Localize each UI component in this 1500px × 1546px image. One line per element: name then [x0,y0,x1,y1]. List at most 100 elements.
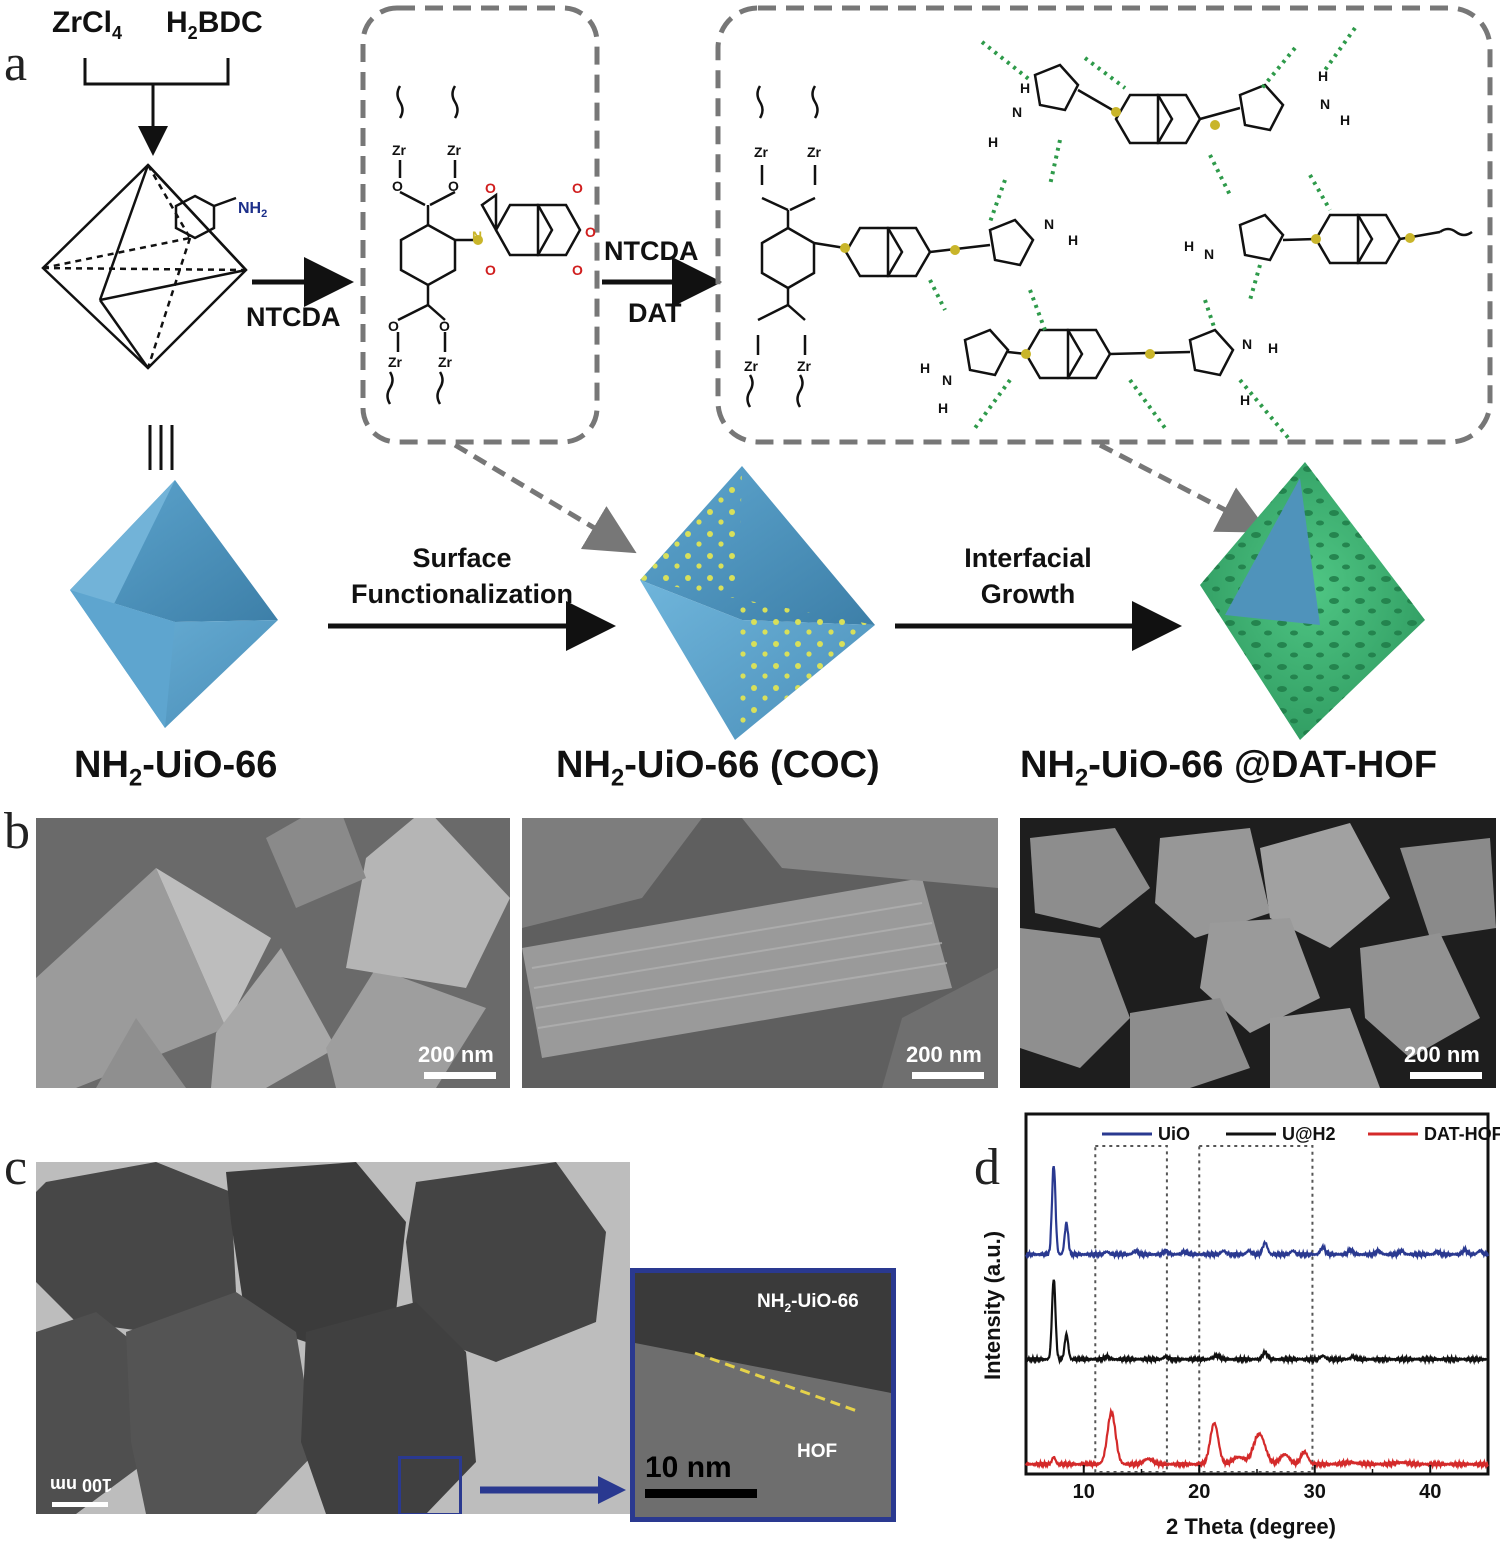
xrd-x-label: 2 Theta (degree) [1166,1514,1336,1539]
arrow1-label: Surface Functionalization [351,543,573,609]
tem-image: 100 nm [36,1162,630,1514]
atom-h-8: H [938,400,949,416]
hrtem-scale-label: 10 nm [645,1451,732,1484]
atom-o-red-4: O [585,224,596,240]
atom-zr-6: Zr [807,144,821,160]
grey-arrow-hof [1098,442,1269,533]
sem-octahedra-texture [36,818,510,1088]
atom-h-4: H [1318,68,1329,84]
step1-reagent: NTCDA [246,302,341,332]
tem-scale-label: 100 nm [50,1475,113,1495]
atom-h-2: H [1020,80,1031,96]
octahedron-hof [1200,462,1425,740]
xrd-xtick-label-10: 10 [1073,1481,1095,1503]
grey-arrow-coc [453,442,637,554]
sem-cubes-texture [1020,818,1496,1088]
xrd-highlight-box-2 [1198,1145,1314,1473]
xrd-xtick-label-40: 40 [1419,1481,1441,1503]
xrd-chart: 10 20 30 40 UiO U@H2 DAT-HOF [1024,1112,1500,1503]
tem-zoom-arrow [480,1476,626,1504]
atom-zr-5: Zr [754,144,768,160]
sem-image-uio66: 200 nm [36,818,510,1088]
octahedron-uio66 [70,480,278,728]
atom-n-imide: N [472,228,483,244]
equivalence-bars [148,425,174,470]
xrd-highlight-box-1 [1094,1145,1168,1473]
hrtem-label-bottom: HOF [797,1441,838,1462]
panel-letter-d: d [974,1139,1000,1196]
xrd-frame [1024,1112,1490,1476]
scheme-graphics [41,5,1493,740]
amine-benzene-ring [174,194,237,240]
panel-letter-b: b [4,803,30,860]
sem2-scale-label: 200 nm [906,1042,982,1067]
hrtem-inset: NH2-UiO-66 HOF 10 nm [630,1268,896,1522]
sem1-scale-label: 200 nm [418,1042,494,1067]
xrd-y-label: Intensity (a.u.) [980,1230,1005,1380]
dashed-box-hof [715,5,1493,445]
atom-o-red-3: O [572,180,583,196]
octahedron-coc [640,466,875,740]
atom-o-red-2: O [485,262,496,278]
step2-reagent-top: NTCDA [604,236,699,266]
xrd-xtick-label-30: 30 [1304,1481,1326,1503]
atom-h-5: H [1068,232,1079,248]
atom-n-3: N [1044,216,1055,232]
tem-scale-bar [52,1502,108,1507]
hrtem-scale-bar [645,1489,757,1498]
sem-image-coc: 200 nm [522,818,998,1088]
precursor-zrcl4: ZrCl4 [52,6,123,43]
xrd-plot-svg: 10 20 30 40 UiO U@H2 DAT-HOF [1024,1112,1500,1503]
xrd-series-uio [1025,1165,1490,1261]
atom-h-9: H [1268,340,1279,356]
tem-zoom-box [398,1456,462,1514]
dashed-box-linker [360,5,600,445]
atom-o-2: O [448,178,459,194]
atom-zr-4: Zr [438,354,452,370]
atom-o-red-1: O [485,180,496,196]
atom-n-5: N [942,372,953,388]
hydrogen-bonds [928,26,1357,442]
atom-zr-7: Zr [744,358,758,374]
wireframe-octahedron [41,163,248,370]
atom-o-4: O [439,318,450,334]
xrd-series-u-h2 [1025,1279,1489,1366]
xrd-series-dat-hof [1024,1406,1489,1471]
precursor-bracket [83,58,230,86]
hof-network [746,63,1473,408]
atom-accents [473,107,1415,359]
label-nh2-uio66-coc: NH2-UiO-66 (COC) [556,744,880,792]
label-nh2-uio66-dat-hof: NH2-UiO-66 @DAT-HOF [1020,744,1438,792]
atom-o-red-5: O [572,262,583,278]
atom-h-7: H [920,360,931,376]
linker-molecule [386,85,582,405]
xrd-legend-text-dat-hof: DAT-HOF [1424,1124,1500,1144]
atom-o-3: O [388,318,399,334]
amine-label: NH2 [238,200,268,221]
tem-particles [36,1162,630,1514]
atom-zr-1: Zr [392,142,406,158]
atom-o-1: O [392,178,403,194]
atom-h-10: H [1240,392,1251,408]
sem-rod-texture [522,818,998,1088]
arrow2-label: Interfacial Growth [964,543,1092,609]
xrd-legend-text-uio: UiO [1158,1124,1190,1144]
xrd-xtick-label-20: 20 [1188,1481,1210,1503]
precursor-h2bdc: H2BDC [166,6,263,43]
hrtem-texture [635,1273,891,1517]
atom-h-3: H [1340,112,1351,128]
interface-line [694,1351,858,1413]
atom-n-1: N [1012,104,1023,120]
label-nh2-uio66: NH2-UiO-66 [74,744,278,792]
sem1-scale-bar [424,1072,496,1079]
step2-reagent-bottom: DAT [628,298,682,328]
sem3-scale-label: 200 nm [1404,1042,1480,1067]
atom-zr-8: Zr [797,358,811,374]
panel-letter-a: a [4,35,28,92]
atom-zr-3: Zr [388,354,402,370]
xrd-legend-text-u-h2: U@H2 [1282,1124,1336,1144]
hrtem-label-top: NH2-UiO-66 [757,1291,859,1315]
atom-h-1: H [988,134,999,150]
sem3-scale-bar [1410,1072,1482,1079]
atom-n-4: N [1204,246,1215,262]
